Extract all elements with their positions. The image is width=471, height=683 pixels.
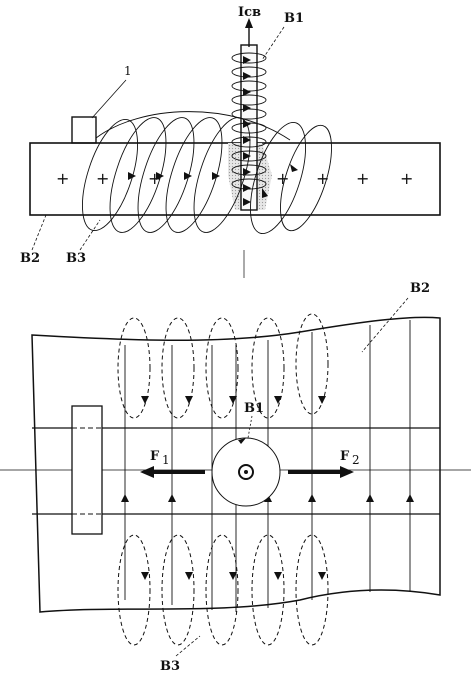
field-direction-arrows xyxy=(121,396,414,580)
label-f2-sub: 2 xyxy=(352,453,360,467)
part-1-block-top xyxy=(71,405,103,535)
label-b3-bottom: B3 xyxy=(160,659,180,674)
b3-arrows-top xyxy=(128,164,298,198)
b1-field-loops xyxy=(231,52,267,190)
svg-text:+: + xyxy=(400,169,413,188)
label-current: Iсв xyxy=(238,5,261,20)
force-arrow-f1 xyxy=(140,466,205,478)
svg-text:+: + xyxy=(148,169,161,188)
label-f2: F xyxy=(340,449,350,464)
label-part-1: 1 xyxy=(124,64,132,78)
label-f1-sub: 1 xyxy=(162,453,170,467)
svg-text:+: + xyxy=(356,169,369,188)
label-b1-top: B1 xyxy=(284,11,304,26)
label-b2-bottom: B2 xyxy=(410,281,430,296)
force-arrow-f2 xyxy=(288,466,354,478)
label-b3-top: B3 xyxy=(66,251,86,266)
svg-text:+: + xyxy=(316,169,329,188)
b3-field-loops-top xyxy=(81,111,332,235)
b3-field-loops-bottom xyxy=(117,313,329,646)
label-b1-bottom: B1 xyxy=(244,401,264,416)
top-view: + + + + + + + Iсв B1 1 B2 B3 xyxy=(20,5,441,266)
svg-text:+: + xyxy=(276,169,289,188)
b2-vertical-lines xyxy=(124,320,411,612)
workpiece-plate-top xyxy=(31,316,441,613)
svg-text:+: + xyxy=(56,169,69,188)
label-b2-top: B2 xyxy=(20,251,40,266)
field-plus-signs: + + + + + + + xyxy=(56,169,413,188)
bottom-view: F 1 F 2 B1 B2 B3 xyxy=(0,281,471,674)
svg-text:+: + xyxy=(96,169,109,188)
part-1-block xyxy=(71,116,97,144)
label-f1: F xyxy=(150,449,160,464)
